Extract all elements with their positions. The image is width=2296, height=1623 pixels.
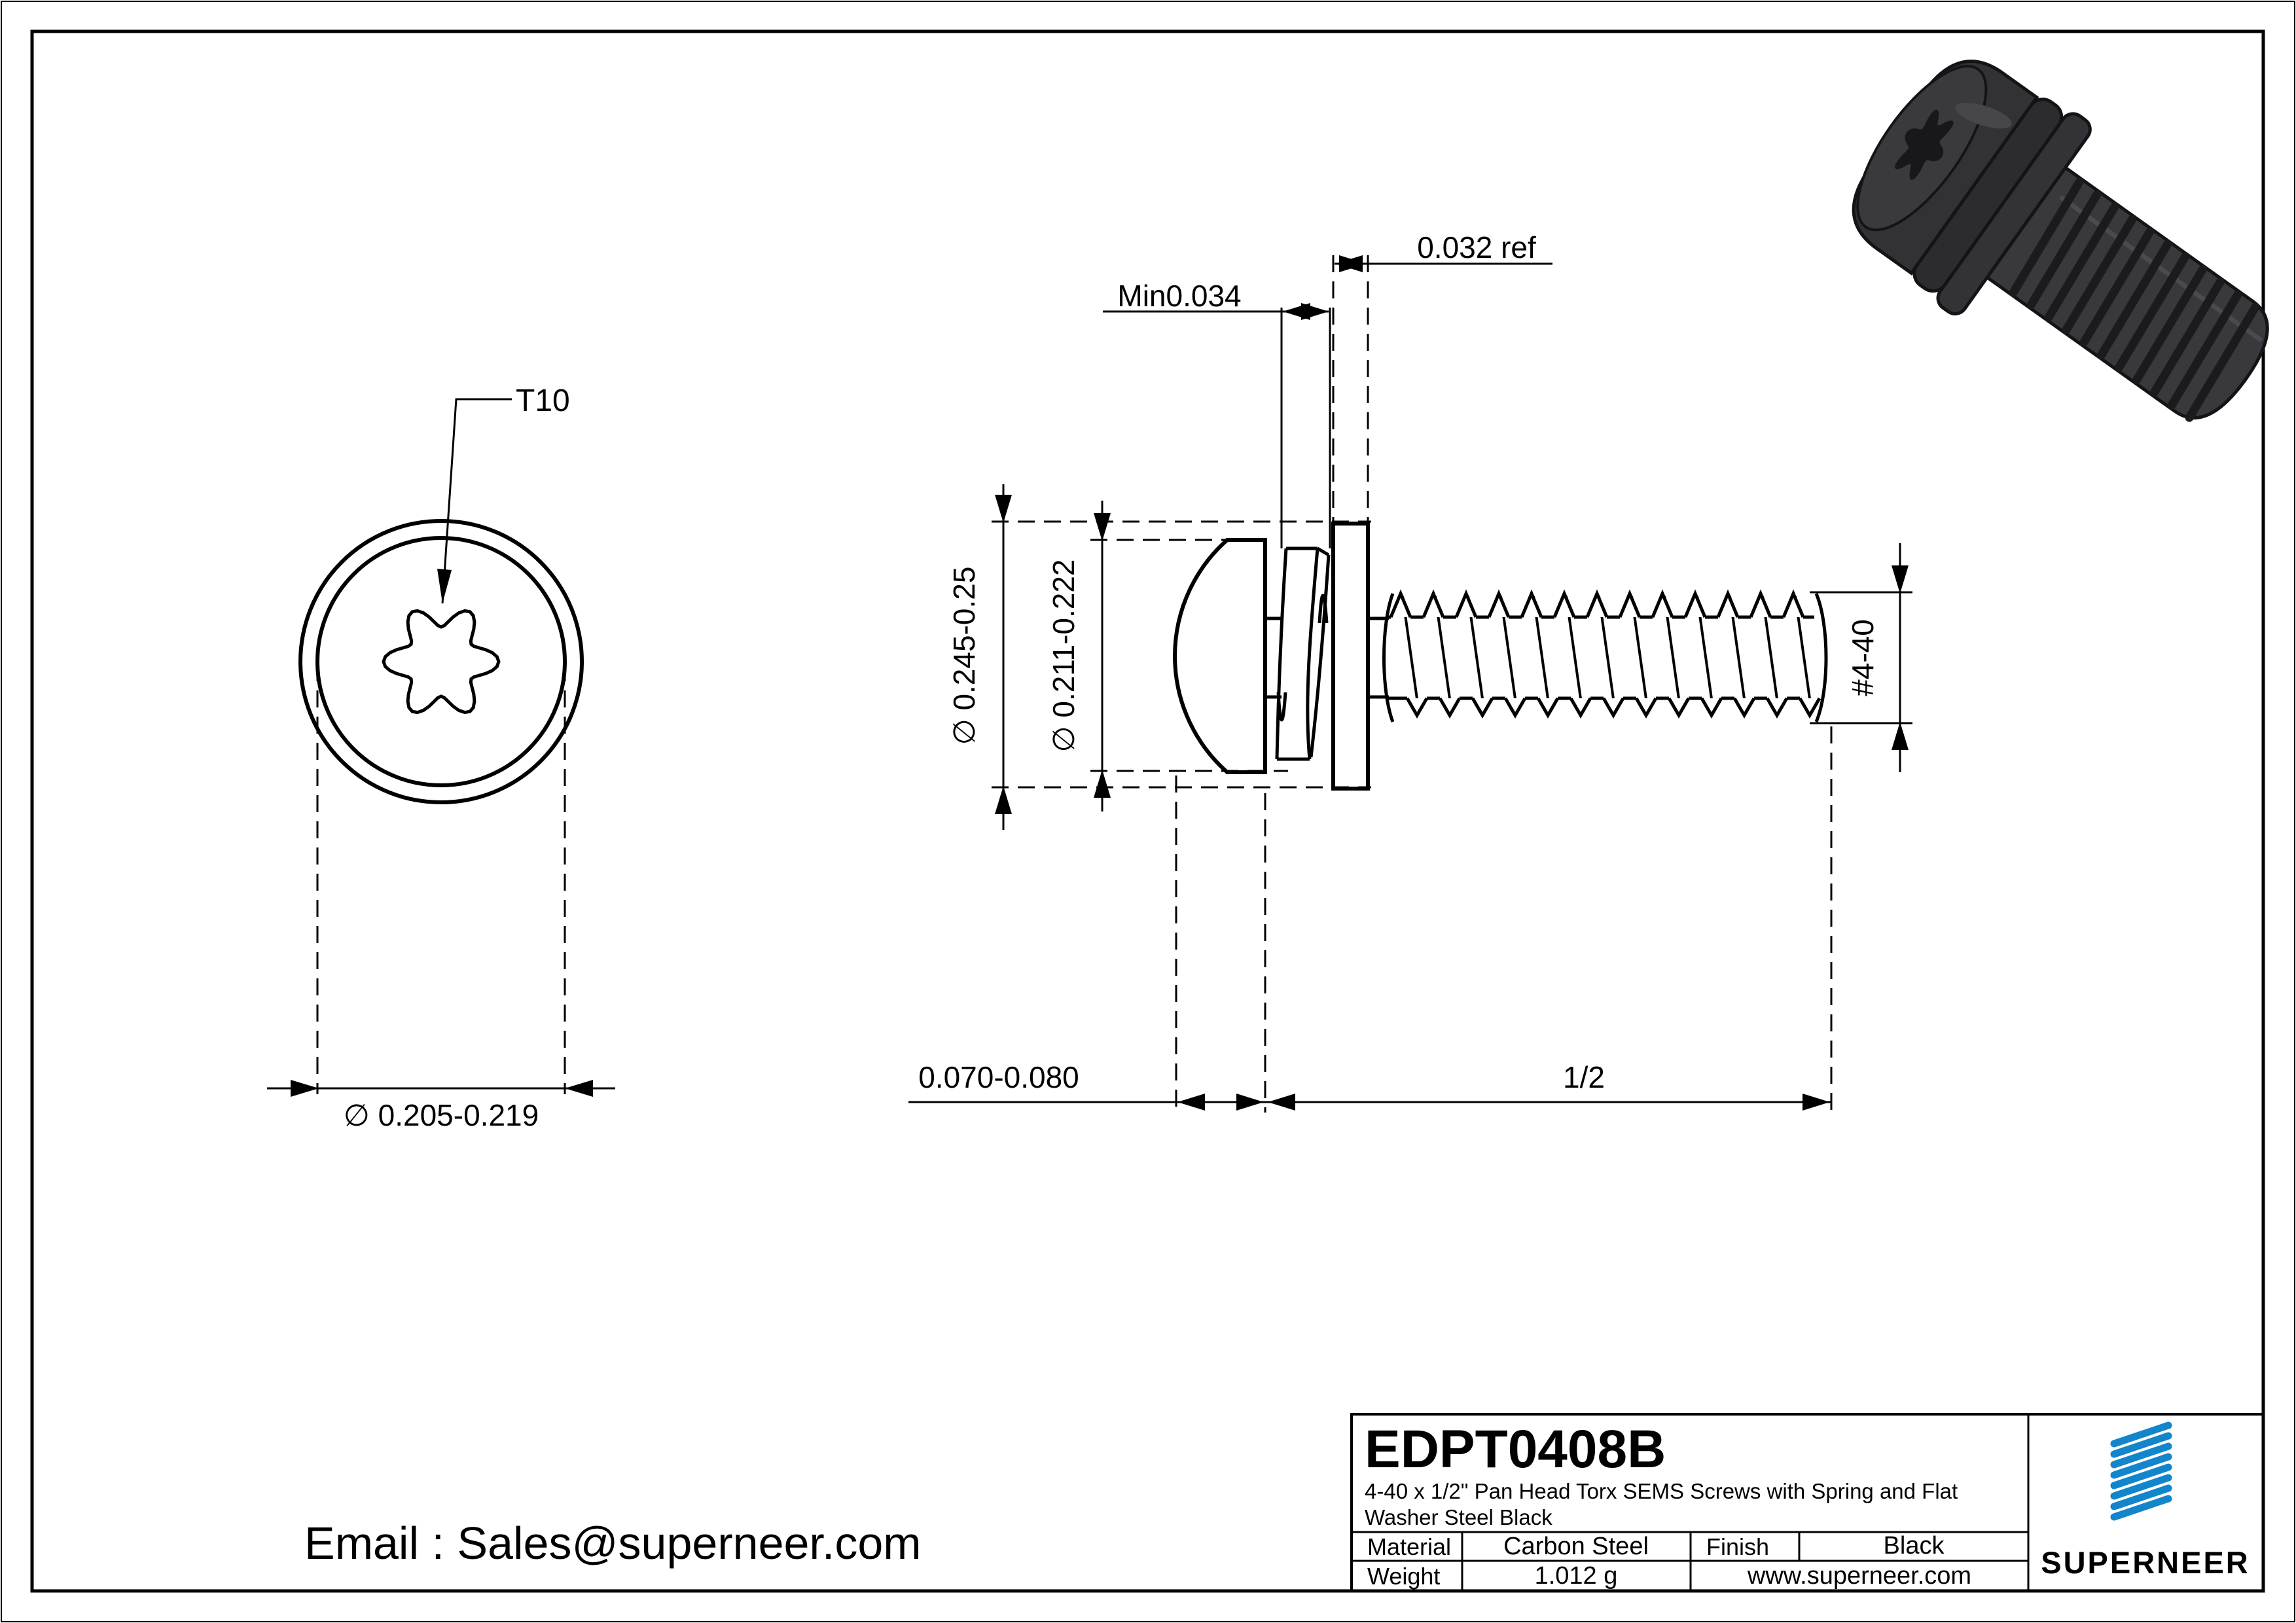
dim-washer-od: ∅ 0.245-0.25	[947, 484, 1371, 830]
render-thread-ridges	[2009, 177, 2260, 422]
dim-washer-thickness: 0.032 ref	[1332, 230, 1552, 522]
website-link[interactable]: www.superneer.com	[1747, 1562, 1971, 1590]
email-text: Email : Sales@superneer.com	[304, 1518, 922, 1569]
side-view: 0.032 ref Min0.034 ∅ 0.245-0.25	[908, 230, 1912, 1113]
weight-value: 1.012 g	[1535, 1562, 1618, 1590]
description-line1: 4-40 x 1/2" Pan Head Torx SEMS Screws wi…	[1365, 1479, 1958, 1503]
washer-outer-circle	[298, 519, 584, 804]
render-torx-recess	[1894, 109, 1954, 181]
pan-head-outline	[1173, 538, 1267, 774]
thread-profile	[1382, 589, 1828, 722]
dim-bottom: 0.070-0.080 1/2	[908, 726, 1833, 1113]
finish-value: Black	[1884, 1532, 1945, 1560]
t10-leader-line	[441, 398, 512, 604]
head-od-text: ∅ 0.211-0.222	[1047, 560, 1081, 753]
dim-spring-thickness: Min0.034	[1103, 279, 1331, 548]
shank-minor-lines	[1265, 616, 1389, 699]
screw-3d-render	[1852, 60, 2269, 422]
length-text: 1/2	[1563, 1060, 1605, 1094]
weight-label: Weight	[1367, 1563, 1440, 1590]
top-view-dim-arrow-right	[565, 1080, 593, 1097]
render-highlight	[1955, 103, 2012, 129]
head-outer-circle	[315, 536, 567, 787]
washer-thickness-text: 0.032 ref	[1417, 230, 1536, 264]
title-block-lines	[1350, 1413, 2265, 1592]
part-number: EDPT0408B	[1365, 1419, 1666, 1479]
title-block: EDPT0408B 4-40 x 1/2" Pan Head Torx SEMS…	[1350, 1413, 2265, 1592]
head-height-text: 0.070-0.080	[918, 1060, 1079, 1094]
dim-thread-size: #4-40	[1810, 543, 1912, 772]
material-label: Material	[1367, 1533, 1451, 1560]
thread-runout	[1382, 593, 1395, 722]
top-view: T10 ∅ 0.205-0.219	[267, 383, 615, 1132]
material-value: Carbon Steel	[1503, 1533, 1649, 1560]
spring-washer-split-top	[1318, 594, 1329, 624]
thread-size-text: #4-40	[1846, 619, 1880, 696]
torx-recess-outline	[382, 609, 501, 715]
top-view-dim-arrow-left	[291, 1080, 319, 1097]
washer-od-text: ∅ 0.245-0.25	[947, 567, 981, 745]
spring-thickness-text: Min0.034	[1117, 279, 1241, 313]
spring-washer-split-bottom	[1276, 692, 1287, 722]
t10-label: T10	[516, 383, 570, 418]
finish-label: Finish	[1706, 1533, 1769, 1560]
flat-washer-outline	[1331, 522, 1370, 791]
thread-end-cap	[1814, 593, 1828, 722]
spring-washer	[1275, 546, 1331, 761]
top-view-diameter-text: ∅ 0.205-0.219	[344, 1098, 539, 1132]
brand-name: SUPERNEER	[2041, 1545, 2250, 1580]
dim-head-od: ∅ 0.211-0.222	[1047, 501, 1288, 812]
t10-leader-arrow	[437, 569, 452, 603]
description-line2: Washer Steel Black	[1365, 1505, 1552, 1529]
sheet-border	[30, 29, 2265, 1593]
superneer-logo-icon	[2110, 1421, 2172, 1521]
